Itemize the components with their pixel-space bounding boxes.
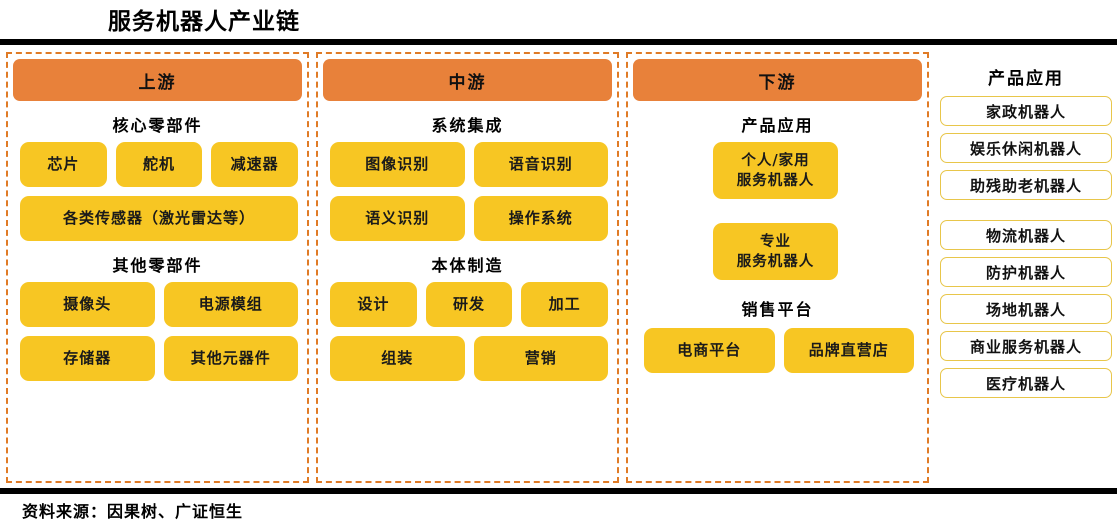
box-row-other-components-1: 摄像头 电源模组 (20, 282, 298, 327)
group-title-core-components: 核心零部件 (112, 116, 203, 135)
tier-header-midstream[interactable]: 中游 (323, 59, 612, 101)
tier-column-upstream: 上游 核心零部件 芯片 舵机 减速器 各类传感器（激光雷达等） 其他零部件 摄像… (6, 52, 309, 483)
box-row-sales-platform: 电商平台 品牌直营店 (644, 328, 914, 373)
app-medical-robot[interactable]: 医疗机器人 (940, 368, 1112, 398)
node-operating-system[interactable]: 操作系统 (473, 196, 608, 241)
app-housekeeping-robot[interactable]: 家政机器人 (940, 96, 1112, 126)
node-camera[interactable]: 摄像头 (20, 282, 155, 327)
box-row-body-manufacturing-2: 组装 营销 (330, 336, 608, 381)
group-title-system-integration: 系统集成 (431, 116, 504, 135)
tier-header-downstream[interactable]: 下游 (633, 59, 922, 101)
node-speech-recognition[interactable]: 语音识别 (473, 142, 608, 187)
node-processing[interactable]: 加工 (521, 282, 609, 327)
node-sensors[interactable]: 各类传感器（激光雷达等） (20, 196, 298, 241)
bottom-divider-rule (0, 488, 1117, 494)
box-row-system-integration-1: 图像识别 语音识别 (330, 142, 608, 187)
node-marketing[interactable]: 营销 (473, 336, 608, 381)
tier-body-downstream: 产品应用 个人/家用 服务机器人 专业 服务机器人 销售平台 电商平台 品牌直营… (628, 106, 927, 481)
group-title-sales-platform: 销售平台 (741, 300, 814, 319)
source-note: 资料来源：因果树、广证恒生 (22, 502, 244, 521)
node-power-module[interactable]: 电源模组 (163, 282, 298, 327)
app-commercial-service-robot[interactable]: 商业服务机器人 (940, 331, 1112, 361)
node-reducer[interactable]: 减速器 (211, 142, 299, 187)
node-servo[interactable]: 舵机 (115, 142, 203, 187)
app-protection-robot[interactable]: 防护机器人 (940, 257, 1112, 287)
box-row-body-manufacturing-1: 设计 研发 加工 (330, 282, 609, 327)
node-semantic-recognition[interactable]: 语义识别 (330, 196, 465, 241)
tier-column-downstream: 下游 产品应用 个人/家用 服务机器人 专业 服务机器人 销售平台 电商平台 品… (626, 52, 929, 483)
tier-header-upstream[interactable]: 上游 (13, 59, 302, 101)
supply-chain-diagram: 上游 核心零部件 芯片 舵机 减速器 各类传感器（激光雷达等） 其他零部件 摄像… (0, 45, 1117, 488)
node-chip[interactable]: 芯片 (20, 142, 107, 187)
node-design[interactable]: 设计 (330, 282, 417, 327)
group-title-product-application: 产品应用 (741, 116, 814, 135)
box-row-core-components-1: 芯片 舵机 减速器 (20, 142, 299, 187)
page-title: 服务机器人产业链 (108, 8, 300, 35)
node-rnd[interactable]: 研发 (425, 282, 513, 327)
group-title-body-manufacturing: 本体制造 (431, 256, 504, 275)
node-ecommerce-platform[interactable]: 电商平台 (644, 328, 775, 373)
app-disabled-elderly-assist-robot[interactable]: 助残助老机器人 (940, 170, 1112, 200)
top-divider-rule (0, 39, 1117, 45)
node-personal-home-service-robot[interactable]: 个人/家用 服务机器人 (713, 142, 838, 199)
node-memory[interactable]: 存储器 (20, 336, 155, 381)
box-row-system-integration-2: 语义识别 操作系统 (330, 196, 608, 241)
tier-body-midstream: 系统集成 图像识别 语音识别 语义识别 操作系统 本体制造 设计 研发 加工 组… (318, 106, 617, 481)
group-title-other-components: 其他零部件 (112, 256, 203, 275)
tier-column-midstream: 中游 系统集成 图像识别 语音识别 语义识别 操作系统 本体制造 设计 研发 加… (316, 52, 619, 483)
node-other-devices[interactable]: 其他元器件 (163, 336, 298, 381)
applications-column-title: 产品应用 (988, 69, 1064, 89)
app-entertainment-leisure-robot[interactable]: 娱乐休闲机器人 (940, 133, 1112, 163)
applications-column: 产品应用 家政机器人 娱乐休闲机器人 助残助老机器人 物流机器人 防护机器人 场… (940, 52, 1112, 398)
node-image-recognition[interactable]: 图像识别 (330, 142, 465, 187)
node-assembly[interactable]: 组装 (330, 336, 465, 381)
tier-body-upstream: 核心零部件 芯片 舵机 减速器 各类传感器（激光雷达等） 其他零部件 摄像头 电… (8, 106, 307, 481)
node-brand-store[interactable]: 品牌直营店 (783, 328, 914, 373)
app-field-robot[interactable]: 场地机器人 (940, 294, 1112, 324)
box-row-other-components-2: 存储器 其他元器件 (20, 336, 298, 381)
app-logistics-robot[interactable]: 物流机器人 (940, 220, 1112, 250)
node-professional-service-robot[interactable]: 专业 服务机器人 (713, 223, 838, 280)
